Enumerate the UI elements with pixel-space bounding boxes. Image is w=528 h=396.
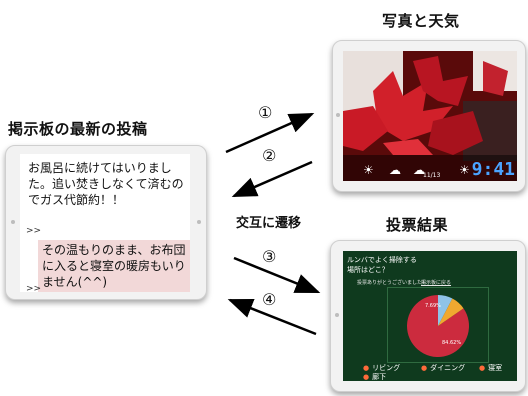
legend-label: 廊下 xyxy=(372,373,387,381)
question-line-1: ルンバでよく掃除する xyxy=(347,256,417,264)
arrow-4 xyxy=(227,298,317,336)
post-2: その温もりのまま、お布団に入ると寝室の暖房もいりません(^^) xyxy=(38,240,190,292)
legend-item: ●廊下 xyxy=(363,373,387,381)
step-1-number: ① xyxy=(258,103,273,122)
vote-tablet: ルンバでよく掃除する 場所はどこ？ 投票ありがとうございました！ 掲示板に戻る … xyxy=(330,240,526,392)
step-2-number: ② xyxy=(262,146,277,165)
pie-chart: 84.62% 7.69% xyxy=(407,295,469,357)
post-1: お風呂に続けてはいりました。追い焚きしなくて済むのでガス代節約！！ xyxy=(28,161,184,207)
board-tablet: お風呂に続けてはいりました。追い焚きしなくて済むのでガス代節約！！ >> その温… xyxy=(5,145,207,300)
camera-dot xyxy=(335,313,339,317)
step-4-number: ④ xyxy=(262,290,277,309)
arrow-2 xyxy=(231,160,313,198)
sun-cloud-icon: ☀ xyxy=(363,163,374,177)
weather-bar: ☀ ☁ ☁ 11/13 ☀ 9:41 xyxy=(343,155,517,181)
reply-marker[interactable]: >> xyxy=(26,226,42,236)
legend-item: ●寝室 xyxy=(479,364,503,372)
photo-weather-heading: 写真と天気 xyxy=(382,12,460,30)
pie-label-small: 7.69% xyxy=(425,303,441,309)
pie-slice-4 xyxy=(438,298,464,326)
arrow-1 xyxy=(225,112,315,154)
maple-leaves-photo xyxy=(343,51,517,181)
alternate-transition-label: 交互に遷移 xyxy=(236,216,302,231)
cloud-icon: ☁ xyxy=(389,163,401,177)
camera-dot xyxy=(11,220,15,224)
camera-dot xyxy=(336,113,340,117)
photo-screen: ☀ ☁ ☁ 11/13 ☀ 9:41 xyxy=(343,51,517,181)
board-latest-heading: 掲示板の最新の投稿 xyxy=(8,120,148,138)
step-3-number: ③ xyxy=(262,247,277,266)
legend-item: ●リビング xyxy=(363,364,401,372)
sun-icon: ☀ xyxy=(459,163,470,177)
question-line-2: 場所はどこ？ xyxy=(347,266,389,274)
home-button[interactable] xyxy=(197,220,201,224)
vote-result-heading: 投票結果 xyxy=(386,216,449,234)
back-to-board-link[interactable]: 掲示板に戻る xyxy=(421,280,452,286)
pie-label-large: 84.62% xyxy=(442,340,461,346)
clock: 9:41 xyxy=(471,159,515,180)
question-text: ルンバでよく掃除する 場所はどこ？ xyxy=(347,255,417,275)
vote-screen: ルンバでよく掃除する 場所はどこ？ 投票ありがとうございました！ 掲示板に戻る … xyxy=(343,251,517,381)
weather-date: 11/13 xyxy=(423,172,441,179)
cloud-icon: ☁ xyxy=(413,163,425,177)
arrow-3 xyxy=(233,256,321,294)
legend-label: 寝室 xyxy=(488,364,503,372)
board-screen: お風呂に続けてはいりました。追い焚きしなくて済むのでガス代節約！！ >> その温… xyxy=(20,154,190,292)
legend-label: ダイニング xyxy=(430,364,466,372)
photo-tablet: ☀ ☁ ☁ 11/13 ☀ 9:41 xyxy=(332,40,526,192)
pie-chart-frame: 84.62% 7.69% xyxy=(387,287,489,363)
legend-item: ●ダイニング xyxy=(421,364,466,372)
thanks-text: 投票ありがとうございました！ xyxy=(357,280,428,286)
pie-slice-2 xyxy=(438,295,453,326)
reply-marker[interactable]: >> xyxy=(26,284,42,292)
legend-label: リビング xyxy=(372,364,401,372)
